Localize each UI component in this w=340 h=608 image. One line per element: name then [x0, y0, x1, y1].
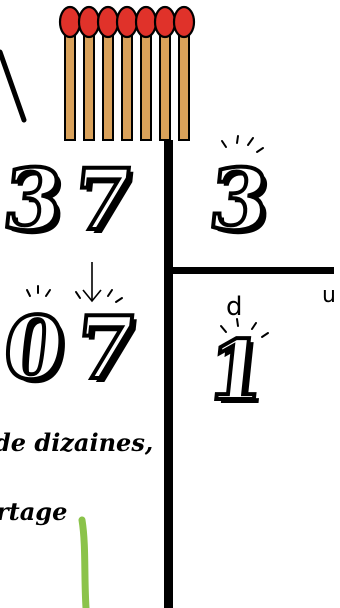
match-head: [174, 7, 194, 37]
label-tens: d: [226, 294, 243, 320]
green-stem: [82, 520, 86, 608]
digit-result-tens: 0: [0, 306, 68, 392]
match-head: [136, 7, 156, 37]
vertical-division-bar: [164, 140, 173, 608]
match-stick: [160, 22, 170, 140]
match-head: [117, 7, 137, 37]
digit-quotient: 1: [204, 330, 270, 412]
horizontal-division-bar: [172, 267, 334, 274]
digit-units-top: 7: [70, 158, 137, 242]
digit-divisor: 3: [206, 158, 273, 242]
match-head: [79, 7, 99, 37]
match-stick: [65, 22, 75, 140]
label-units: u: [322, 285, 336, 307]
digit-result-units: 7: [71, 306, 140, 392]
match-stick: [103, 22, 113, 140]
match-stick: [122, 22, 132, 140]
down-arrow-icon: [83, 262, 101, 301]
match-stick: [84, 22, 94, 140]
text-line-2: rtage: [0, 500, 67, 524]
matches-bundle: [60, 7, 194, 140]
text-line-1: de dizaines,: [0, 431, 153, 455]
corner-stroke: [0, 52, 24, 120]
match-head: [98, 7, 118, 37]
match-head: [155, 7, 175, 37]
match-stick: [179, 22, 189, 140]
match-head: [60, 7, 80, 37]
digit-tens-top: 3: [0, 158, 67, 242]
match-stick: [141, 22, 151, 140]
